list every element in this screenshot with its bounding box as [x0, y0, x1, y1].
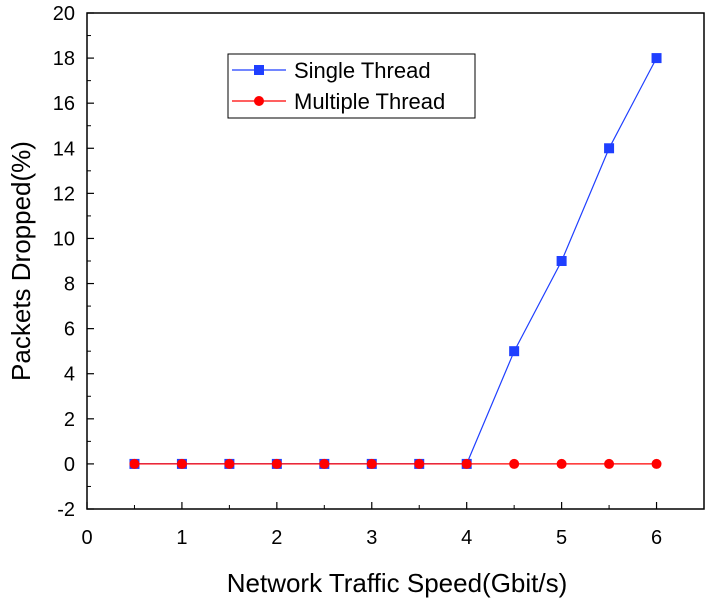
- data-point-multiple-thread: [604, 458, 615, 469]
- legend-box: [227, 53, 476, 119]
- y-tick-label: 8: [64, 274, 75, 296]
- data-point-single-thread: [509, 346, 520, 357]
- x-tick-label: 0: [81, 527, 92, 549]
- data-point-multiple-thread: [224, 458, 235, 469]
- y-tick-label: 14: [53, 138, 75, 160]
- y-tick-label: 10: [53, 228, 75, 250]
- data-point-multiple-thread: [366, 458, 377, 469]
- series-layer: [129, 53, 662, 469]
- legend-label-multiple-thread: Multiple Thread: [294, 89, 445, 114]
- legend-marker-multiple-thread: [254, 96, 264, 106]
- data-point-multiple-thread: [129, 458, 140, 469]
- data-point-multiple-thread: [271, 458, 282, 469]
- legend-marker-single-thread: [254, 65, 264, 75]
- data-point-single-thread: [604, 143, 615, 154]
- x-tick-label: 2: [271, 527, 282, 549]
- x-tick-label: 3: [366, 527, 377, 549]
- data-point-multiple-thread: [319, 458, 330, 469]
- x-tick-label: 6: [651, 527, 662, 549]
- y-tick-label: 20: [53, 3, 75, 25]
- data-point-multiple-thread: [461, 458, 472, 469]
- y-tick-label: 6: [64, 319, 75, 341]
- data-point-single-thread: [651, 53, 662, 64]
- y-tick-label: -2: [57, 499, 75, 521]
- y-axis-label: Packets Dropped(%): [6, 141, 36, 381]
- x-axis-label: Network Traffic Speed(Gbit/s): [227, 568, 568, 598]
- y-tick-label: 0: [64, 454, 75, 476]
- y-tick-label: 4: [64, 364, 75, 386]
- series-multiple-thread: [129, 458, 662, 469]
- data-point-single-thread: [556, 256, 567, 266]
- legend-label-single-thread: Single Thread: [294, 58, 431, 83]
- data-point-multiple-thread: [176, 458, 187, 469]
- data-point-multiple-thread: [509, 458, 520, 469]
- data-point-multiple-thread: [651, 458, 662, 469]
- y-tick-label: 18: [53, 48, 75, 70]
- x-tick-label: 1: [176, 527, 187, 549]
- y-tick-label: 12: [53, 183, 75, 205]
- data-point-multiple-thread: [414, 458, 425, 469]
- data-point-multiple-thread: [556, 458, 567, 469]
- y-tick-label: 16: [53, 93, 75, 115]
- x-tick-label: 4: [461, 527, 472, 549]
- x-tick-label: 5: [556, 527, 567, 549]
- series-line-single-thread: [134, 57, 658, 465]
- y-tick-label: 2: [64, 409, 75, 431]
